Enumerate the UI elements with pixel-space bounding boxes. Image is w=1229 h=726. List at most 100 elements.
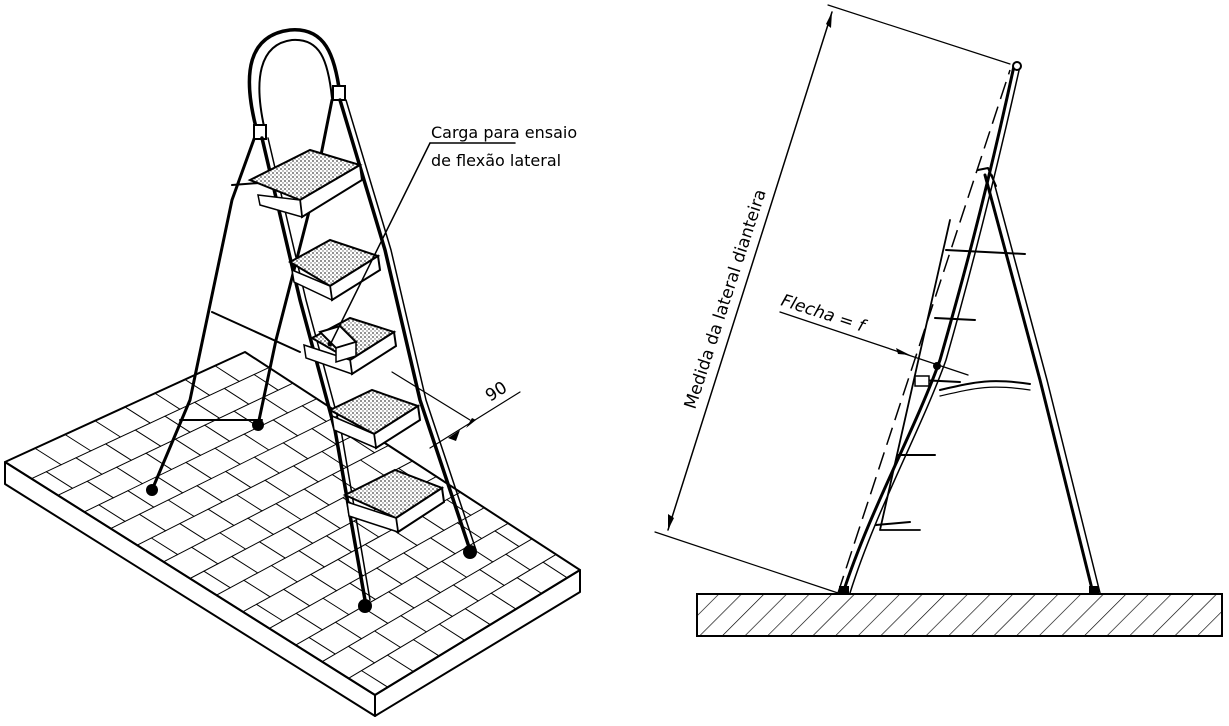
brick-joint-line [225,470,252,489]
brick-joint-line [194,401,220,419]
brick-joint-line [45,471,74,489]
brick-joint-line [243,579,271,598]
brick-joint-line [75,457,103,475]
brick-joint-line [231,555,259,574]
brick-joint-line [353,520,380,538]
brick-joint-line [282,442,309,460]
height-label: Medida da lateral dianteira [681,187,771,412]
brick-joint-line [388,591,415,609]
rear-left-foot [146,484,158,496]
brick-joint-line [464,608,491,626]
brick-joint-line [419,514,445,531]
brick-joint-line [184,379,211,396]
paved-platform [4,351,581,717]
brick-joint-line [262,396,289,414]
brick-joint-line [134,429,162,447]
brick-joint-line [335,621,363,640]
brick-joint-line [164,415,191,433]
brick-joint-line [303,488,330,506]
brick-joint-line [374,630,401,648]
front-right-foot [463,545,477,559]
brick-joint-line [204,424,231,442]
load-label-line2: de flexão lateral [431,151,561,170]
brick-joint-line [308,636,336,655]
brick-joint-line [203,570,231,589]
step-4 [327,388,422,450]
brick-joint-line [196,485,223,503]
brick-joint-line [412,639,440,657]
brick-joint-line [325,535,353,553]
brick-joint-line [386,654,414,673]
brick-joint-line [311,428,337,445]
brick-joint-line [347,645,376,664]
brick-joint-line [116,466,143,485]
brick-joint-line [86,480,114,499]
brick-joint-line [359,459,386,477]
brick-joint-line [364,543,391,562]
brick-joint-line [259,541,286,559]
brick-joint-line [542,561,568,579]
brick-joint-line [283,588,311,607]
brick-joint-line [98,504,126,522]
brick-joint-line [446,499,472,516]
brick-joint-line [145,452,172,470]
brick-joint-line [298,550,325,568]
brick-joint-line [479,569,505,586]
brick-joint-line [301,405,327,422]
brick-joint-line [105,443,132,461]
brick-joint-line [286,526,314,544]
brick-joint-line [275,503,302,521]
brick-joint-line [154,392,181,410]
step-3-with-load [303,316,398,376]
brick-joint-line [94,420,121,438]
brick-joint-line [314,511,341,529]
brick-joint-line [490,592,517,610]
load-leader-line [329,142,431,346]
front-left-foot [358,599,372,613]
brick-joint-line [400,615,427,633]
brick-joint-line [361,670,389,688]
brick-joint-line [156,476,184,494]
stepladder-isometric [146,28,477,613]
brick-joint-line [430,537,456,555]
brick-joint-line [452,584,479,602]
brick-joint-line [150,537,179,556]
brick-joint-line [179,523,207,541]
brick-joint-line [322,597,350,616]
brick-joint-line [255,603,284,622]
brick-joint-line [264,479,291,497]
brick-joint-line [438,623,466,641]
brick-joint-line [127,490,155,508]
brick-joint-line [505,553,531,571]
deflection-label: Flecha = f [778,291,869,338]
brick-joint-line [376,567,403,585]
step-2 [287,238,382,302]
brick-joint-line [124,406,151,424]
step-5 [342,468,446,534]
brick-joint-line [253,456,280,474]
brick-joint-line [223,387,250,405]
brick-joint-line [207,508,235,526]
brick-joint-line [414,576,441,594]
brick-joint-line [494,530,520,548]
brick-joint-line [174,438,202,456]
brick-joint-line [403,552,430,570]
brick-joint-line [310,573,337,592]
brick-joint-line [34,447,62,466]
brick-joint-line [247,517,274,535]
brick-joint-line [219,532,247,550]
brick-joint-line [185,461,212,480]
rear-right-foot [252,419,264,431]
brick-joint-line [270,565,298,583]
brick-joint-line [272,419,299,437]
brick-joint-line [243,433,270,451]
ground-block [696,593,1223,637]
brick-joint-line [236,494,263,512]
step-1 [247,148,364,219]
brick-joint-line [191,546,219,565]
brick-joint-line [167,499,195,517]
brick-joint-line [214,447,241,465]
brick-joint-line [516,577,543,594]
brick-joint-line [441,560,468,578]
